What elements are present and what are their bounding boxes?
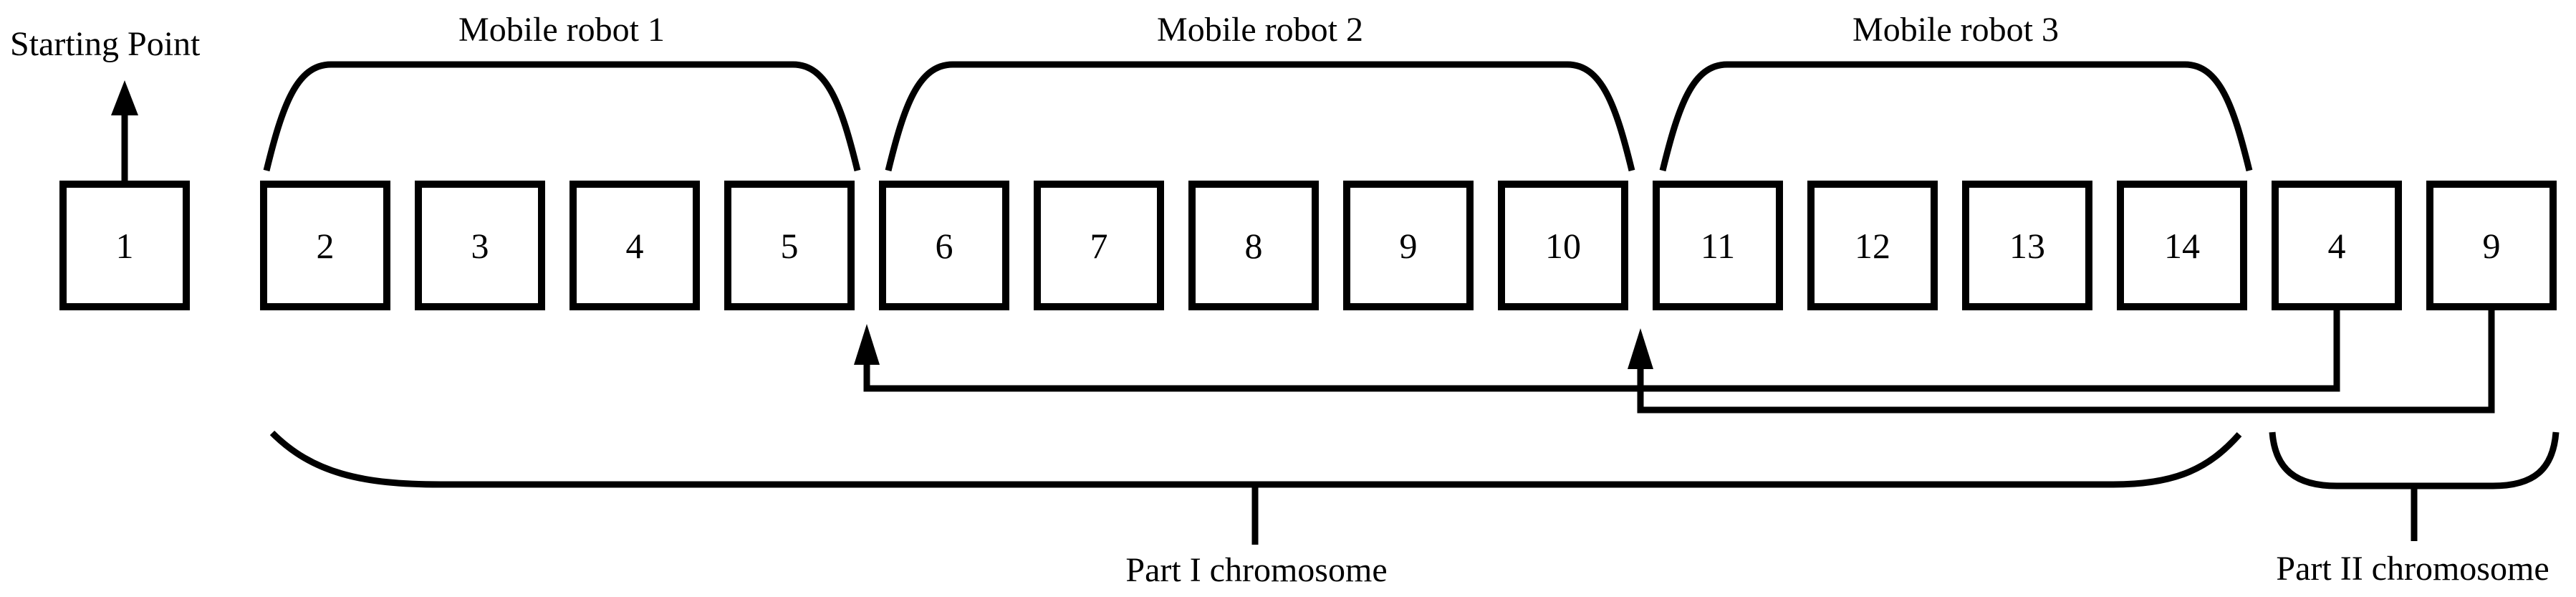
cell-starting-point: 1 [59, 181, 190, 310]
tail-9-link-line [1637, 310, 2495, 414]
cell-robot3-1: 11 [1653, 181, 1783, 310]
cell-robot3-4: 14 [2117, 181, 2247, 310]
tail-4-link-line [863, 310, 2340, 392]
cell-part2-tail-1: 4 [2272, 181, 2402, 310]
part2-brace [2269, 431, 2560, 489]
mobile-robot-1-label: Mobile robot 1 [458, 11, 665, 49]
cell-robot1-2: 3 [415, 181, 545, 310]
tail-4-link-arrowhead-icon [854, 324, 880, 365]
part1-brace [269, 430, 2242, 488]
cell-part2-tail-2: 9 [2426, 181, 2557, 310]
mobile-robot-1-brace [263, 61, 861, 172]
mobile-robot-3-brace [1659, 61, 2253, 172]
cell-robot2-5: 10 [1498, 181, 1628, 310]
part1-chromosome-label: Part I chromosome [1125, 551, 1388, 589]
mobile-robot-2-brace [885, 61, 1635, 172]
cell-robot1-1: 2 [260, 181, 390, 310]
cell-robot3-2: 12 [1807, 181, 1938, 310]
part2-chromosome-label: Part II chromosome [2276, 550, 2549, 588]
cell-robot2-4: 9 [1343, 181, 1474, 310]
tail-9-link-arrowhead-icon [1628, 328, 1653, 369]
starting-point-label: Starting Point [10, 25, 201, 63]
mobile-robot-3-label: Mobile robot 3 [1852, 11, 2059, 49]
mobile-robot-2-label: Mobile robot 2 [1157, 11, 1363, 49]
cell-robot2-2: 7 [1034, 181, 1164, 310]
starting-point-arrowhead-icon [111, 80, 138, 115]
cell-robot2-1: 6 [879, 181, 1009, 310]
cell-robot2-3: 8 [1188, 181, 1319, 310]
cell-robot3-3: 13 [1962, 181, 2092, 310]
cell-robot1-3: 4 [569, 181, 700, 310]
cell-robot1-4: 5 [724, 181, 855, 310]
